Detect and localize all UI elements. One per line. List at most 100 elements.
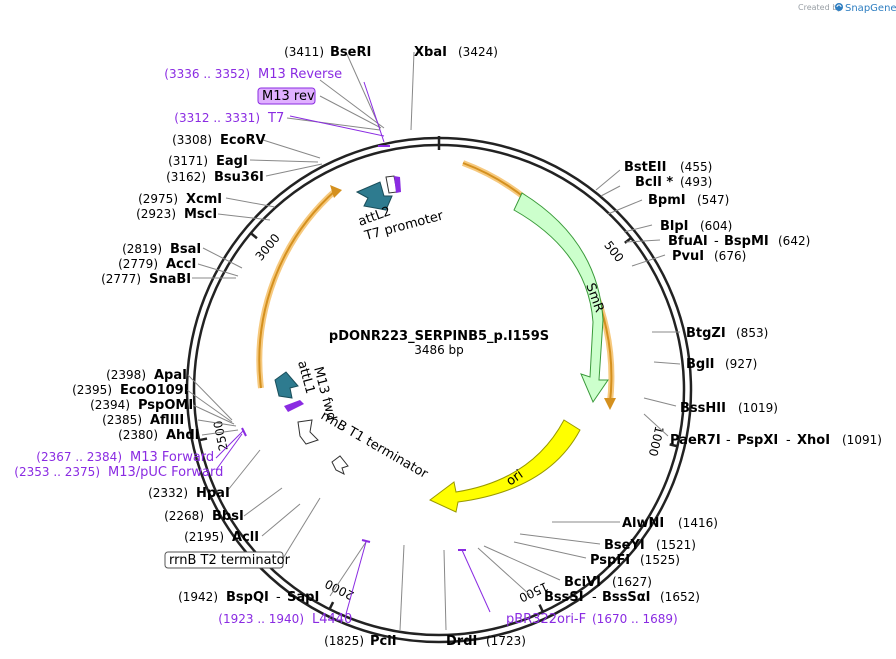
site-name-bsu36i[interactable]: Bsu36I [214,170,264,185]
site-pos: (2385) [102,413,142,427]
separator: - [786,433,791,448]
site-name-sapi[interactable]: SapI [287,590,319,605]
site-name-paer7i[interactable]: PaeR7I [670,433,721,448]
site-name-bsssi[interactable]: BssSI [544,590,584,605]
separator: - [714,234,719,249]
plasmid-length: 3486 bp [414,343,464,357]
site-name-bcli[interactable]: BclI * [635,175,673,190]
tick-label: 500 [601,238,626,265]
primer-m13-reverse[interactable]: M13 Reverse [258,67,342,82]
site-pos: (1525) [640,553,680,567]
separator: - [592,590,597,605]
site-name-drdi[interactable]: DrdI [446,634,477,649]
ori-feature[interactable] [429,419,581,513]
site-name-pspfi[interactable]: PspFI [590,553,630,568]
tick-mark [249,232,258,240]
site-name-apai[interactable]: ApaI [154,368,187,383]
site-name-snabi[interactable]: SnaBI [149,272,191,287]
site-name-hpai[interactable]: HpaI [196,486,230,501]
rrnb-t2-box[interactable] [164,551,284,569]
site-name-acli[interactable]: AclI [232,530,259,545]
primer-leaders [215,81,491,615]
site-pos: (3162) [166,170,206,184]
primer-range: (1670 .. 1689) [592,612,678,626]
site-pos: (604) [700,219,732,233]
site-name-bpmi[interactable]: BpmI [648,193,686,208]
site-name-bspqi[interactable]: BspQI [226,590,269,605]
site-pos: (1091) [842,433,882,447]
primer-m13-forward[interactable]: M13 Forward [130,450,214,465]
attl1-feature[interactable] [274,371,299,399]
tick-mark [328,601,335,610]
site-name-xhoi[interactable]: XhoI [797,433,830,448]
site-name-bseri[interactable]: BseRI [330,45,371,60]
site-name-acci[interactable]: AccI [166,257,196,272]
site-name-afliii[interactable]: AflIII [150,413,184,428]
primer-pbr322ori-f[interactable]: pBR322ori-F [506,612,586,627]
rrnb-t1-feature[interactable] [297,419,319,445]
site-pos: (1825) [324,634,364,648]
m13-rev-box[interactable] [257,87,316,105]
site-name-msci[interactable]: MscI [184,207,217,222]
site-name-bfuai[interactable]: BfuAI [668,234,708,249]
plasmid-name: pDONR223_SERPINB5_p.I159S [329,329,549,344]
site-name-alwni[interactable]: AlwNI [622,516,664,531]
smr-label: SmR [582,281,606,314]
snapgene-logo-icon [835,3,843,11]
site-pos: (3171) [168,154,208,168]
site-name-pvui[interactable]: PvuI [672,249,704,264]
primer-t7[interactable]: T7 [267,111,284,126]
t7-primer-mark [394,176,401,193]
site-name-xbai[interactable]: XbaI [414,45,447,60]
site-name-bsai[interactable]: BsaI [170,242,201,257]
primer-l4440[interactable]: L4440 [312,612,352,627]
watermark-brand: SnapGene [845,3,896,14]
rrnb-t2-feature[interactable] [331,455,349,475]
site-pos: (1521) [656,538,696,552]
leader-lines [186,51,681,631]
site-labels-right: BstEII (455) BclI * (493) BpmI (547) Blp… [506,160,882,627]
primer-marks [241,145,466,551]
primer-range: (1923 .. 1940) [218,612,304,626]
site-name-pspxi[interactable]: PspXI [737,433,778,448]
site-pos: (3424) [458,45,498,59]
primer-range: (3312 .. 3331) [174,111,260,125]
site-name-xcmi[interactable]: XcmI [186,192,222,207]
tick-mark [198,437,208,442]
site-name-bgli[interactable]: BglI [686,357,715,372]
site-pos: (2394) [90,398,130,412]
site-name-bsteii[interactable]: BstEII [624,160,666,175]
separator: - [276,590,281,605]
site-name-bsssai[interactable]: BssSαI [602,590,651,605]
site-name-bspmi[interactable]: BspMI [724,234,769,249]
site-name-eagi[interactable]: EagI [216,154,248,169]
orf-arrowhead-right [604,398,616,410]
site-name-blpi[interactable]: BlpI [660,219,689,234]
site-pos: (2779) [118,257,158,271]
site-pos: (2975) [138,192,178,206]
site-pos: (493) [680,175,712,189]
site-pos: (3308) [172,133,212,147]
tick-label: 2500 [211,419,231,452]
site-name-bbsi[interactable]: BbsI [212,509,244,524]
attl2-feature[interactable] [355,181,393,211]
site-name-ecoo109i[interactable]: EcoO109I [120,383,189,398]
site-pos: (642) [778,234,810,248]
primer-m13-puc-forward[interactable]: M13/pUC Forward [108,465,223,480]
m13-fwd-mark [284,400,304,412]
site-pos: (853) [736,326,768,340]
smr-feature[interactable] [513,192,609,404]
watermark-prefix: Created by [798,3,842,12]
site-name-bseyi[interactable]: BseYI [604,538,645,553]
site-pos: (547) [697,193,729,207]
site-pos: (1416) [678,516,718,530]
site-name-bcivi[interactable]: BciVI [564,575,601,590]
site-name-ecorv[interactable]: EcoRV [220,133,266,148]
site-name-ahdi[interactable]: AhdI [166,428,199,443]
site-name-pspomi[interactable]: PspOMI [138,398,193,413]
site-pos: (2395) [72,383,112,397]
site-name-bsshii[interactable]: BssHII [680,401,726,416]
site-name-pcii[interactable]: PciI [370,634,397,649]
tick-mark [669,443,678,448]
site-name-btgzi[interactable]: BtgZI [686,326,726,341]
